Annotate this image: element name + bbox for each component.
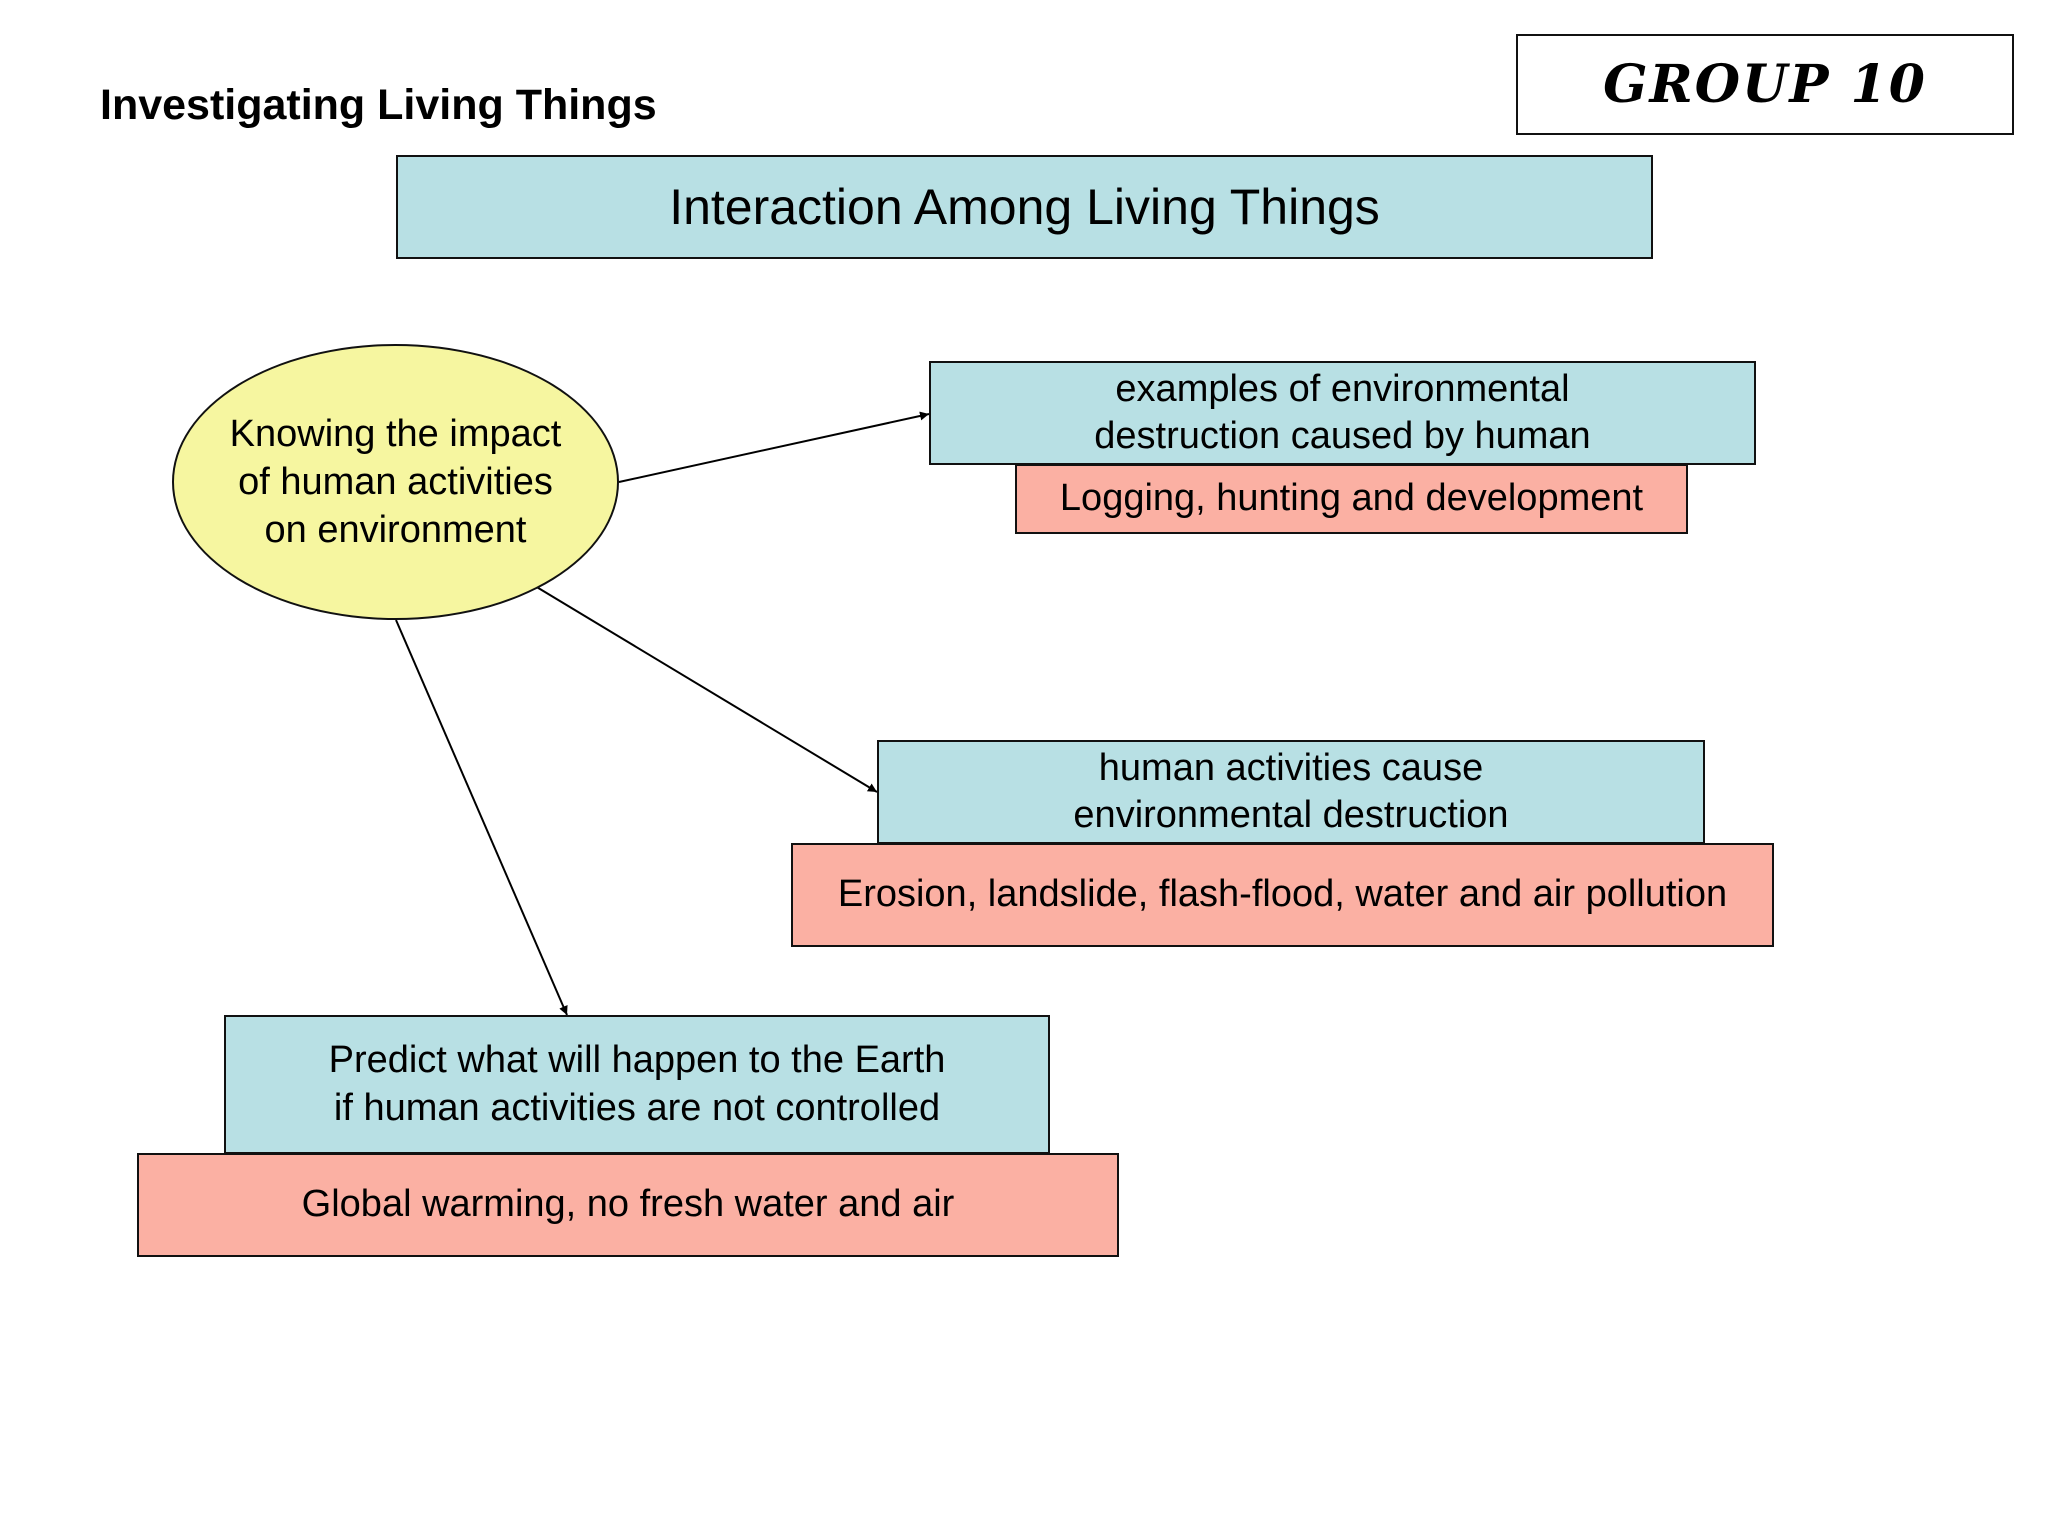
main-title-box: Interaction Among Living Things bbox=[396, 155, 1653, 259]
center-node-ellipse: Knowing the impact of human activities o… bbox=[172, 344, 619, 620]
causes-question-box: human activities cause environmental des… bbox=[877, 740, 1705, 844]
group-label-box: GROUP 10 bbox=[1516, 34, 2014, 135]
examples-answer-box: Logging, hunting and development bbox=[1015, 464, 1688, 534]
predict-answer-box: Global warming, no fresh water and air bbox=[137, 1153, 1119, 1257]
arrow-to-causes bbox=[534, 585, 878, 793]
predict-question-box: Predict what will happen to the Earth if… bbox=[224, 1015, 1050, 1154]
examples-question-box: examples of environmental destruction ca… bbox=[929, 361, 1756, 465]
page-heading: Investigating Living Things bbox=[100, 81, 657, 129]
arrow-to-examples bbox=[618, 411, 930, 483]
causes-answer-box: Erosion, landslide, flash-flood, water a… bbox=[791, 843, 1774, 947]
arrow-to-predict bbox=[395, 619, 568, 1016]
